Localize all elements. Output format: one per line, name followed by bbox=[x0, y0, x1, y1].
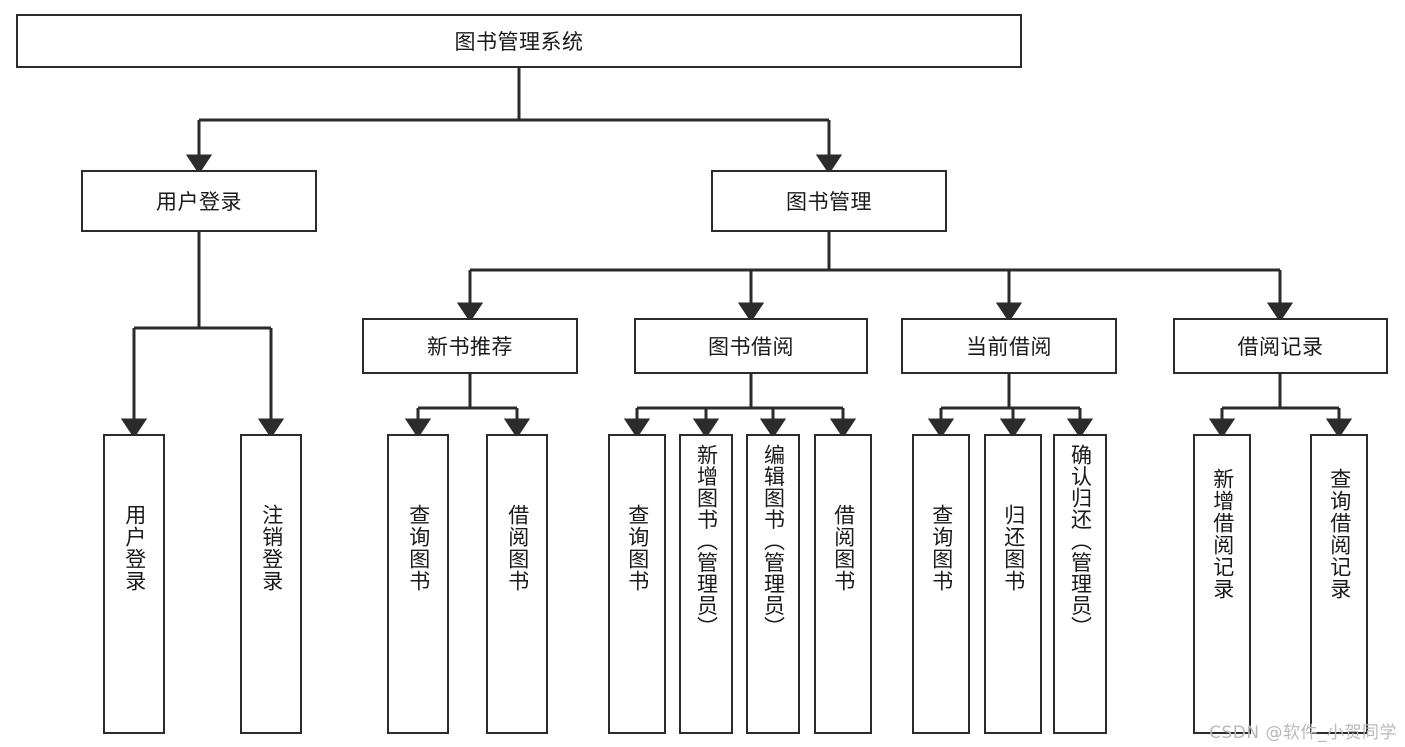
leaf-edit-book-admin-label: 编辑图书（管理员） bbox=[761, 444, 786, 638]
leaf-logout-label: 注销登录 bbox=[259, 504, 284, 592]
leaf-add-borrow-record[interactable]: 新增借阅记录 bbox=[1193, 434, 1251, 734]
leaf-logout[interactable]: 注销登录 bbox=[240, 434, 302, 734]
leaf-borrow-book-nb[interactable]: 借阅图书 bbox=[486, 434, 548, 734]
leaf-borrow-book-nb-label: 借阅图书 bbox=[505, 504, 530, 592]
node-book-management-label: 图书管理 bbox=[786, 190, 872, 214]
node-new-book-recommend[interactable]: 新书推荐 bbox=[362, 318, 578, 374]
node-book-borrow-label: 图书借阅 bbox=[708, 335, 794, 359]
node-root-label: 图书管理系统 bbox=[454, 30, 584, 54]
node-user-login[interactable]: 用户登录 bbox=[81, 170, 317, 232]
leaf-add-book-admin-label: 新增图书（管理员） bbox=[694, 444, 719, 638]
leaf-user-login[interactable]: 用户登录 bbox=[103, 434, 165, 734]
leaf-return-book[interactable]: 归还图书 bbox=[984, 434, 1042, 734]
leaf-borrow-book-bw-label: 借阅图书 bbox=[831, 504, 856, 592]
leaf-query-borrow-record[interactable]: 查询借阅记录 bbox=[1310, 434, 1368, 734]
node-current-borrow-label: 当前借阅 bbox=[966, 335, 1052, 359]
leaf-query-book-cb[interactable]: 查询图书 bbox=[912, 434, 970, 734]
leaf-return-book-label: 归还图书 bbox=[1001, 504, 1026, 592]
node-borrow-records-label: 借阅记录 bbox=[1237, 335, 1324, 359]
node-root[interactable]: 图书管理系统 bbox=[16, 14, 1022, 68]
leaf-edit-book-admin[interactable]: 编辑图书（管理员） bbox=[746, 434, 800, 734]
leaf-confirm-return-admin[interactable]: 确认归还（管理员） bbox=[1053, 434, 1107, 734]
csdn-watermark: CSDN @软件_小贺同学 bbox=[1209, 723, 1397, 743]
leaf-user-login-label: 用户登录 bbox=[122, 504, 147, 592]
leaf-query-book-cb-label: 查询图书 bbox=[929, 504, 954, 592]
leaf-query-book-nb-label: 查询图书 bbox=[406, 504, 431, 592]
leaf-query-book-bw-label: 查询图书 bbox=[625, 504, 650, 592]
node-user-login-label: 用户登录 bbox=[156, 190, 242, 214]
leaf-query-book-bw[interactable]: 查询图书 bbox=[608, 434, 666, 734]
node-book-management[interactable]: 图书管理 bbox=[711, 170, 947, 232]
leaf-confirm-return-admin-label: 确认归还（管理员） bbox=[1068, 444, 1093, 638]
leaf-query-book-nb[interactable]: 查询图书 bbox=[387, 434, 449, 734]
leaf-query-borrow-record-label: 查询借阅记录 bbox=[1327, 468, 1352, 600]
node-book-borrow[interactable]: 图书借阅 bbox=[634, 318, 868, 374]
node-current-borrow[interactable]: 当前借阅 bbox=[901, 318, 1117, 374]
leaf-add-borrow-record-label: 新增借阅记录 bbox=[1210, 468, 1235, 600]
node-new-book-recommend-label: 新书推荐 bbox=[427, 335, 513, 359]
node-borrow-records[interactable]: 借阅记录 bbox=[1173, 318, 1388, 374]
leaf-add-book-admin[interactable]: 新增图书（管理员） bbox=[679, 434, 733, 734]
leaf-borrow-book-bw[interactable]: 借阅图书 bbox=[814, 434, 872, 734]
